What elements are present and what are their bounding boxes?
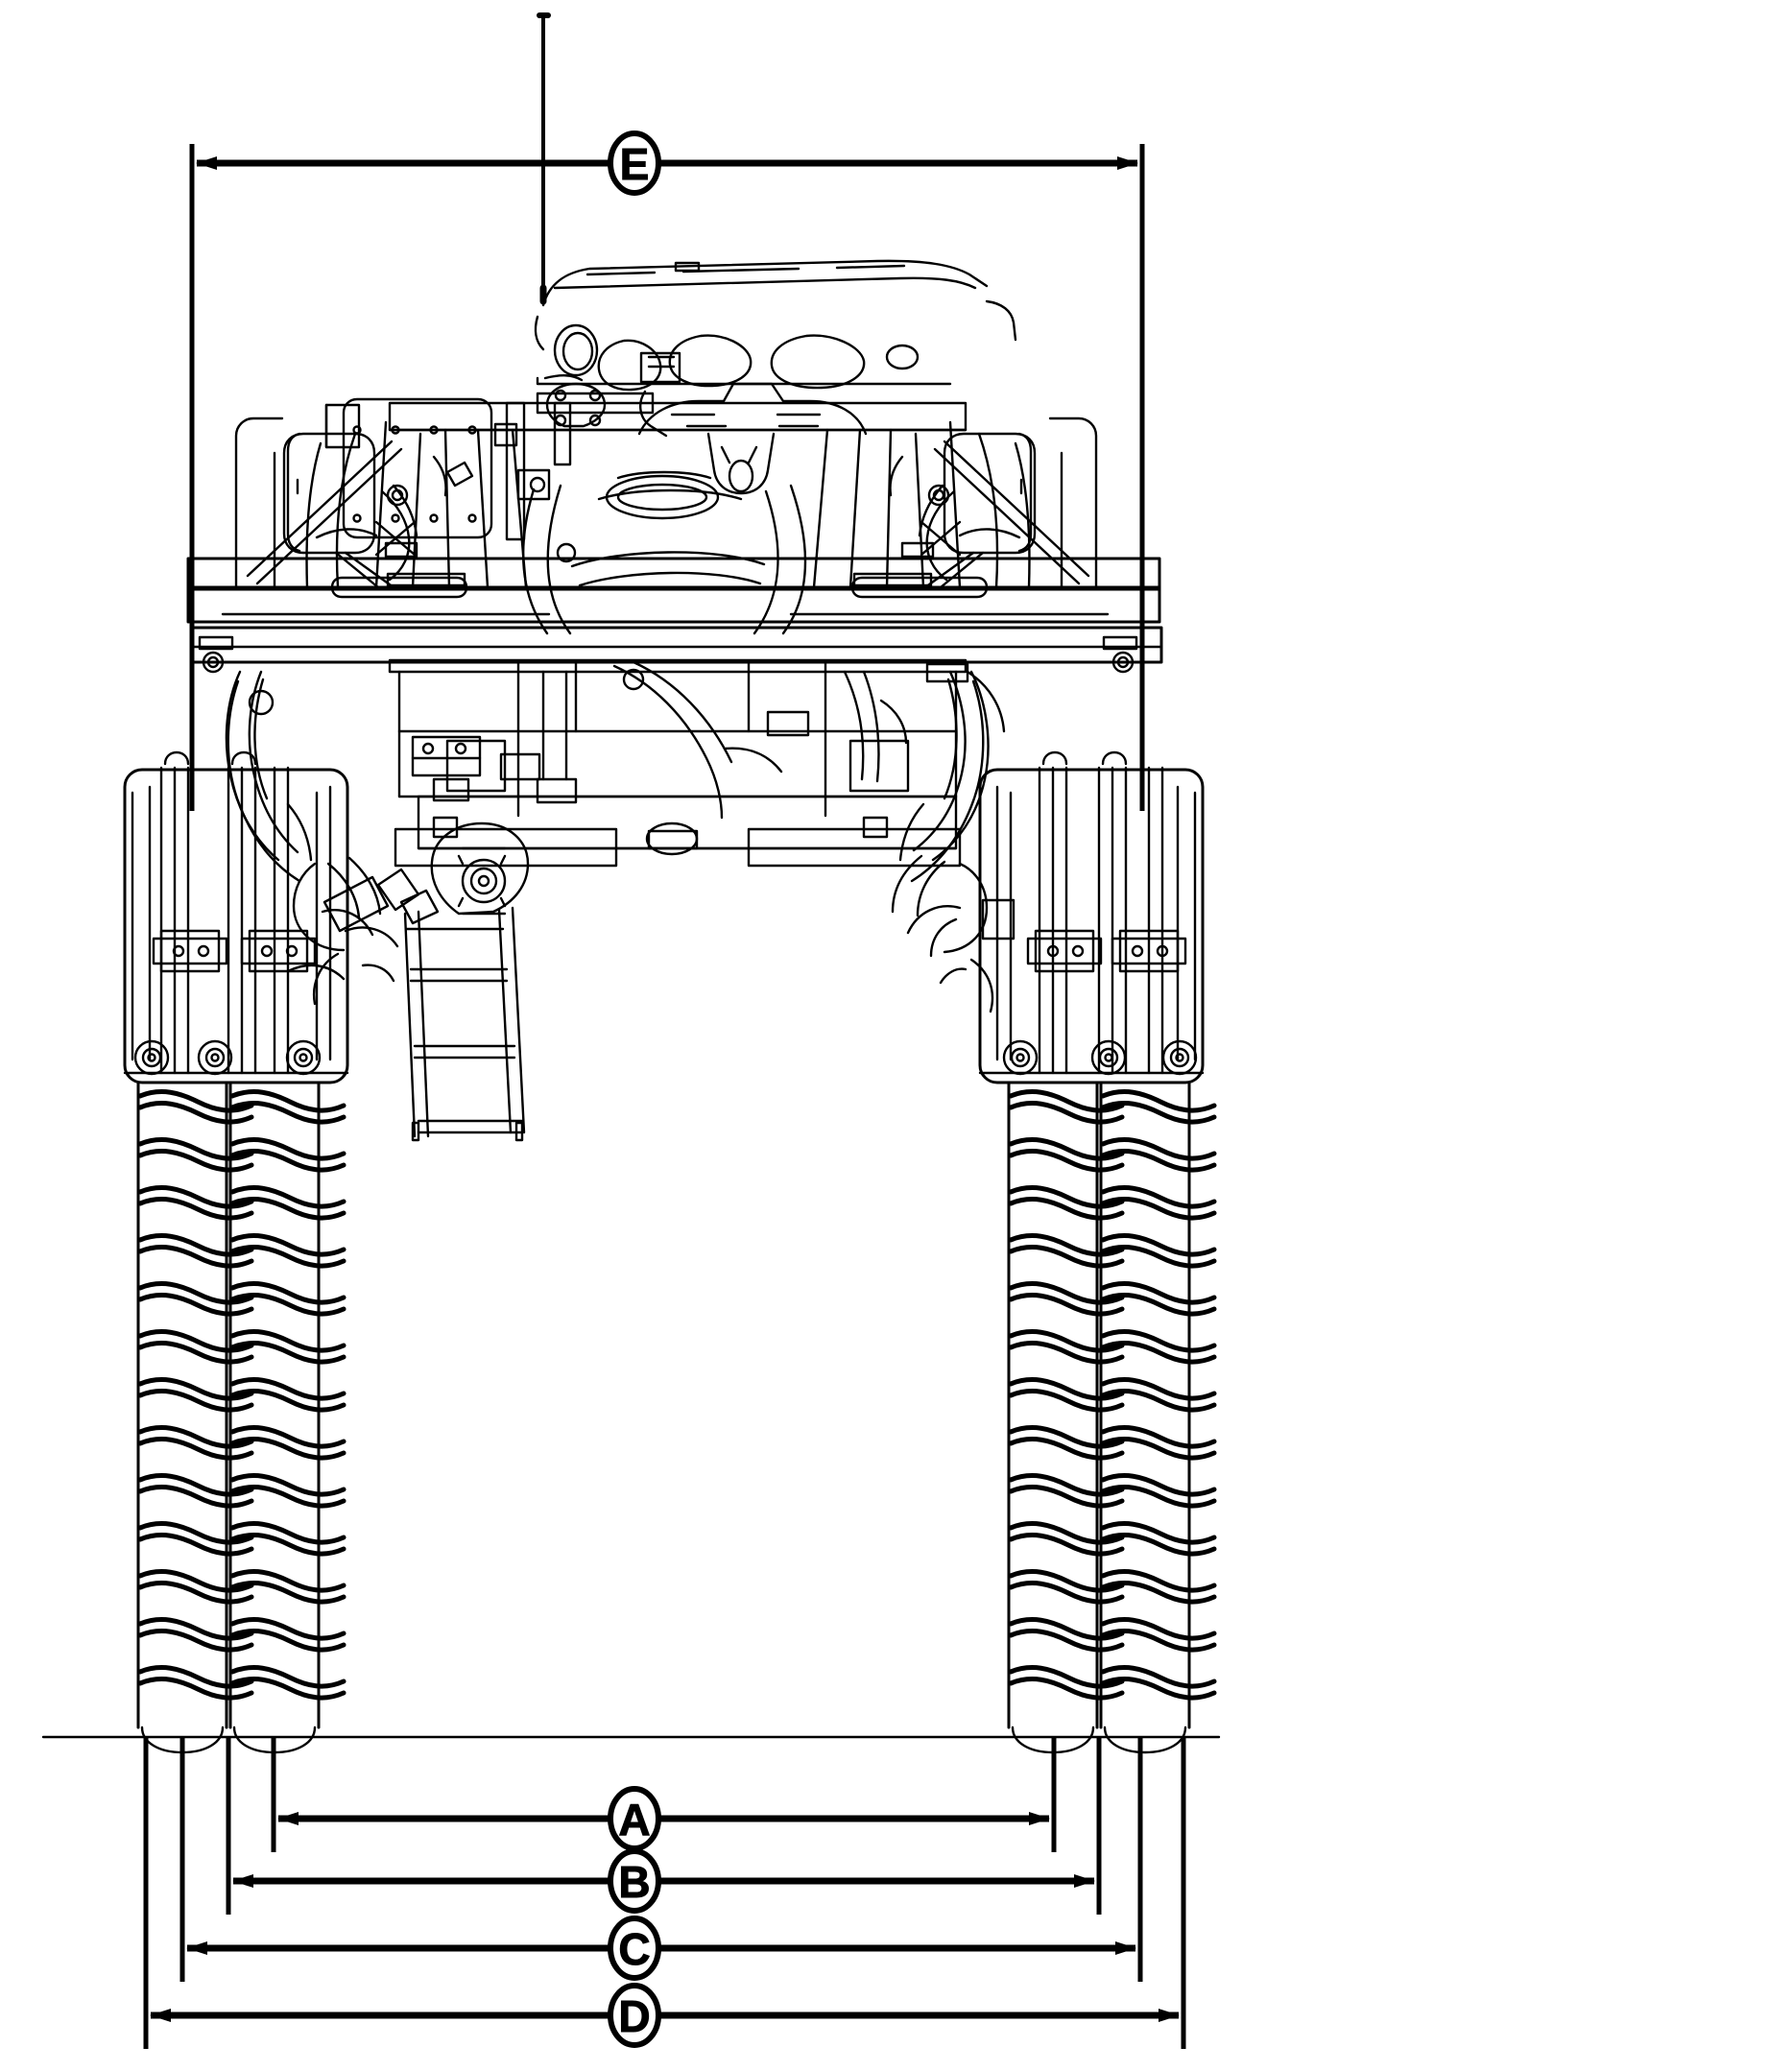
spray-boom-right <box>789 417 1110 616</box>
cab-roof <box>534 259 1017 351</box>
handrail <box>324 401 577 563</box>
boom-rest-frame <box>388 382 968 495</box>
dim-bubble-D <box>608 1983 661 2048</box>
dim-label-B: B <box>618 1857 650 1907</box>
dim-label-C: C <box>618 1924 650 1974</box>
dim-bubble-B <box>608 1848 661 1914</box>
left-dual-wheel-inner <box>228 1081 344 1754</box>
left-dual-wheel-outer <box>136 1081 251 1754</box>
dimension-A: A <box>271 1737 1057 1852</box>
right-suspension <box>898 678 989 985</box>
right-dual-wheel-inner <box>1007 1081 1122 1754</box>
right-mirror <box>850 432 1037 599</box>
chassis-plate <box>342 397 493 539</box>
right-dual-wheel-outer <box>1099 1081 1214 1754</box>
dim-label-A: A <box>618 1795 650 1845</box>
roof-equipment <box>543 323 920 392</box>
dimension-C: C <box>179 1737 1143 1982</box>
spray-boom-left <box>221 417 551 616</box>
dim-bubble-E <box>608 131 661 196</box>
product-tank <box>521 470 807 635</box>
dimension-B: B <box>226 1737 1102 1915</box>
exhaust-stack <box>225 670 1015 1013</box>
dim-bubble-C <box>608 1916 661 1981</box>
right-fender <box>978 750 1205 1084</box>
antenna <box>537 12 551 305</box>
dimension-E: E <box>189 131 1145 811</box>
deck-upper <box>536 351 952 438</box>
left-mirror <box>282 432 468 599</box>
left-fender <box>123 750 349 1084</box>
dim-label-E: E <box>620 139 650 189</box>
hydraulic-lines <box>411 660 1006 820</box>
dim-label-D: D <box>618 1991 650 2041</box>
dimension-D: D <box>143 1737 1186 2049</box>
access-ladder <box>403 906 526 1142</box>
left-suspension <box>227 678 399 983</box>
